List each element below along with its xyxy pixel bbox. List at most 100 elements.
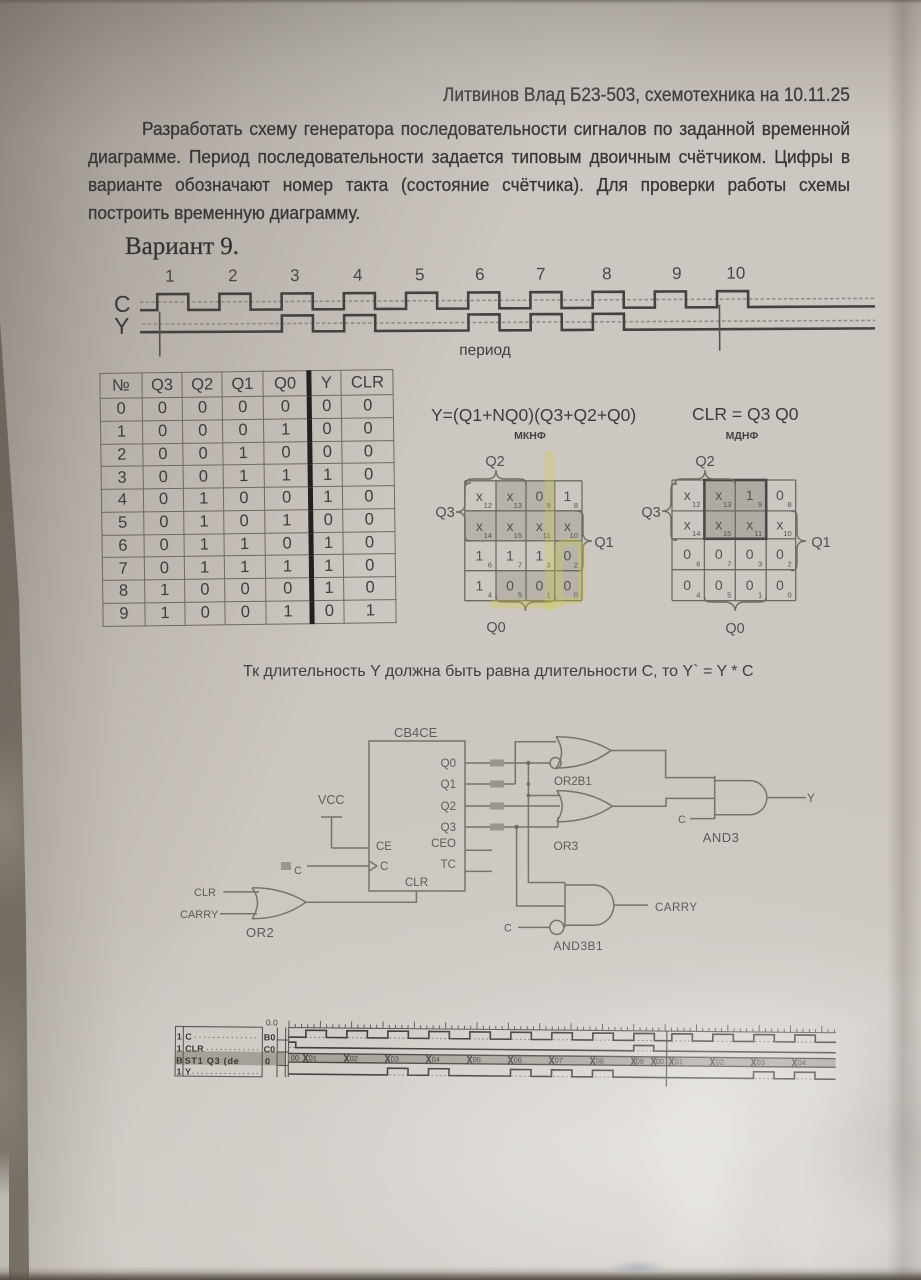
svg-text:10: 10 bbox=[726, 264, 745, 283]
svg-text:6: 6 bbox=[488, 561, 492, 570]
svg-text:3: 3 bbox=[547, 561, 551, 570]
svg-text:0: 0 bbox=[776, 487, 784, 503]
svg-text:x: x bbox=[536, 518, 543, 534]
svg-text:CARRY: CARRY bbox=[655, 902, 698, 914]
svg-text:МДНФ: МДНФ bbox=[726, 430, 759, 442]
svg-text:период: период bbox=[459, 342, 511, 359]
svg-text:03: 03 bbox=[757, 1058, 765, 1067]
svg-text:10: 10 bbox=[783, 529, 791, 538]
svg-text:Y: Y bbox=[114, 313, 129, 339]
svg-text:Q1: Q1 bbox=[441, 779, 456, 791]
svg-text:03: 03 bbox=[391, 1054, 399, 1063]
svg-text:02: 02 bbox=[350, 1054, 358, 1063]
svg-text:C: C bbox=[380, 861, 388, 873]
svg-text:x: x bbox=[507, 488, 514, 504]
svg-text:14: 14 bbox=[484, 531, 492, 540]
svg-text:x: x bbox=[507, 518, 514, 534]
svg-text:Q0: Q0 bbox=[441, 758, 456, 770]
svg-text:x: x bbox=[564, 518, 571, 534]
svg-text:B: B bbox=[176, 1056, 183, 1066]
svg-text:1: 1 bbox=[547, 591, 551, 600]
svg-text:06: 06 bbox=[514, 1056, 522, 1065]
svg-text:4: 4 bbox=[353, 266, 363, 285]
svg-text:14: 14 bbox=[692, 529, 700, 538]
svg-text:0: 0 bbox=[788, 591, 792, 600]
svg-text:Y: Y bbox=[807, 793, 815, 805]
svg-text:0: 0 bbox=[536, 488, 544, 504]
svg-text:00: 00 bbox=[656, 1057, 664, 1066]
svg-text:Q1: Q1 bbox=[811, 535, 830, 551]
svg-text:8: 8 bbox=[602, 264, 612, 283]
svg-text:5: 5 bbox=[415, 265, 425, 284]
svg-text:Q3: Q3 bbox=[435, 505, 454, 521]
svg-text:2: 2 bbox=[574, 561, 578, 570]
svg-text:x: x bbox=[476, 488, 483, 504]
svg-text:9: 9 bbox=[672, 264, 682, 283]
svg-text:15: 15 bbox=[514, 531, 522, 540]
svg-text:13: 13 bbox=[514, 501, 522, 510]
svg-text:CLR: CLR bbox=[194, 887, 216, 899]
svg-text:10: 10 bbox=[570, 531, 578, 540]
svg-text:CARRY: CARRY bbox=[180, 909, 219, 921]
svg-text:0: 0 bbox=[564, 548, 572, 564]
svg-text:Q0: Q0 bbox=[486, 620, 505, 636]
svg-text:0.0: 0.0 bbox=[266, 1018, 278, 1027]
svg-text:0: 0 bbox=[536, 578, 544, 594]
svg-text:ST1 Q3 (de: ST1 Q3 (de bbox=[185, 1056, 240, 1067]
svg-text:0: 0 bbox=[683, 546, 691, 562]
svg-text:C: C bbox=[294, 865, 302, 877]
svg-text:8: 8 bbox=[574, 501, 578, 510]
svg-text:x: x bbox=[715, 487, 722, 503]
svg-text:13: 13 bbox=[723, 500, 731, 509]
svg-text:CE: CE bbox=[376, 841, 392, 853]
svg-text:7: 7 bbox=[518, 561, 522, 570]
svg-text:2: 2 bbox=[228, 266, 238, 285]
svg-text:0: 0 bbox=[776, 546, 784, 562]
svg-text:12: 12 bbox=[484, 501, 492, 510]
svg-text:C: C bbox=[678, 814, 686, 826]
svg-text:4: 4 bbox=[488, 591, 492, 600]
svg-text:1: 1 bbox=[177, 1032, 182, 1042]
svg-text:1: 1 bbox=[746, 487, 754, 503]
svg-text:0: 0 bbox=[715, 546, 723, 562]
svg-text:8: 8 bbox=[788, 500, 792, 509]
svg-text:07: 07 bbox=[555, 1056, 563, 1065]
svg-text:09: 09 bbox=[636, 1057, 644, 1066]
svg-text:Q3: Q3 bbox=[641, 505, 660, 521]
svg-text:0: 0 bbox=[265, 1056, 270, 1066]
svg-text:4: 4 bbox=[696, 591, 700, 600]
svg-text:6: 6 bbox=[475, 265, 485, 284]
svg-text:OR2B1: OR2B1 bbox=[554, 776, 592, 788]
svg-text:VCC: VCC bbox=[318, 793, 344, 807]
svg-text:04: 04 bbox=[432, 1055, 440, 1064]
svg-text:CB4CE: CB4CE bbox=[394, 725, 438, 740]
svg-text:7: 7 bbox=[727, 560, 731, 569]
svg-text:11: 11 bbox=[543, 531, 551, 540]
svg-text:x: x bbox=[684, 516, 691, 532]
svg-text:0: 0 bbox=[746, 546, 754, 562]
svg-text:CLR = Q3 Q0: CLR = Q3 Q0 bbox=[692, 404, 799, 424]
svg-text:C: C bbox=[114, 291, 131, 317]
svg-text:0: 0 bbox=[715, 577, 723, 593]
svg-text:1: 1 bbox=[177, 1044, 182, 1054]
svg-text:AND3B1: AND3B1 bbox=[554, 939, 604, 953]
svg-text:CLR: CLR bbox=[405, 877, 428, 889]
svg-text:08: 08 bbox=[596, 1056, 604, 1065]
svg-text:Y=(Q1+NQ0)(Q3+Q2+Q0): Y=(Q1+NQ0)(Q3+Q2+Q0) bbox=[431, 405, 636, 425]
svg-text:0: 0 bbox=[746, 577, 754, 593]
svg-text:Q1: Q1 bbox=[594, 535, 613, 551]
svg-text:1: 1 bbox=[564, 488, 572, 504]
svg-text:AND3: AND3 bbox=[703, 830, 740, 845]
svg-text:3: 3 bbox=[290, 266, 300, 285]
svg-text:OR2: OR2 bbox=[246, 925, 274, 940]
svg-text:00: 00 bbox=[291, 1054, 299, 1063]
svg-text:04: 04 bbox=[798, 1058, 806, 1067]
svg-text:6: 6 bbox=[696, 560, 700, 569]
svg-text:Q2: Q2 bbox=[695, 454, 714, 470]
svg-text:1: 1 bbox=[758, 591, 762, 600]
svg-text:0: 0 bbox=[564, 578, 572, 594]
svg-text:1: 1 bbox=[506, 548, 514, 564]
svg-text:0: 0 bbox=[506, 578, 514, 594]
svg-text:C: C bbox=[504, 923, 512, 935]
svg-text:x: x bbox=[776, 516, 783, 532]
